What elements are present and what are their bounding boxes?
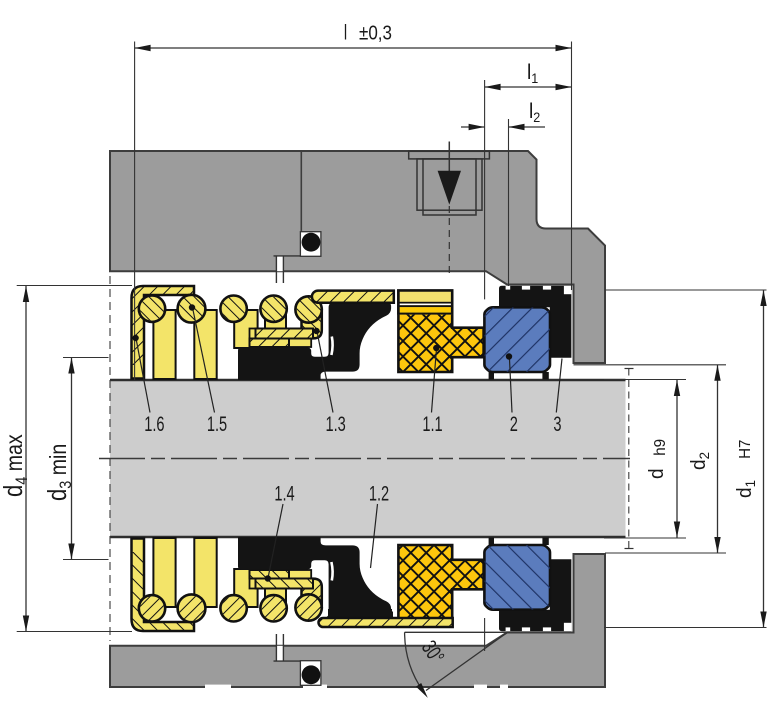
svg-text:d1 H7: d1 H7 <box>734 439 759 498</box>
svg-text:2: 2 <box>510 411 518 436</box>
svg-text:d2: d2 <box>688 452 713 470</box>
svg-text:1.6: 1.6 <box>144 411 164 436</box>
svg-text:3: 3 <box>553 411 561 436</box>
svg-text:1.1: 1.1 <box>422 411 442 436</box>
svg-text:±0,3: ±0,3 <box>359 21 392 44</box>
svg-text:1.4: 1.4 <box>274 481 294 506</box>
svg-text:1.2: 1.2 <box>369 481 389 506</box>
svg-text:d3 min: d3 min <box>43 444 75 501</box>
svg-text:l1: l1 <box>527 60 538 86</box>
svg-text:1.3: 1.3 <box>325 411 345 436</box>
svg-text:d h9: d h9 <box>646 439 670 479</box>
svg-text:l: l <box>344 20 347 45</box>
svg-text:d4 max: d4 max <box>0 434 31 497</box>
svg-text:l2: l2 <box>529 99 540 125</box>
svg-text:1.5: 1.5 <box>207 411 227 436</box>
